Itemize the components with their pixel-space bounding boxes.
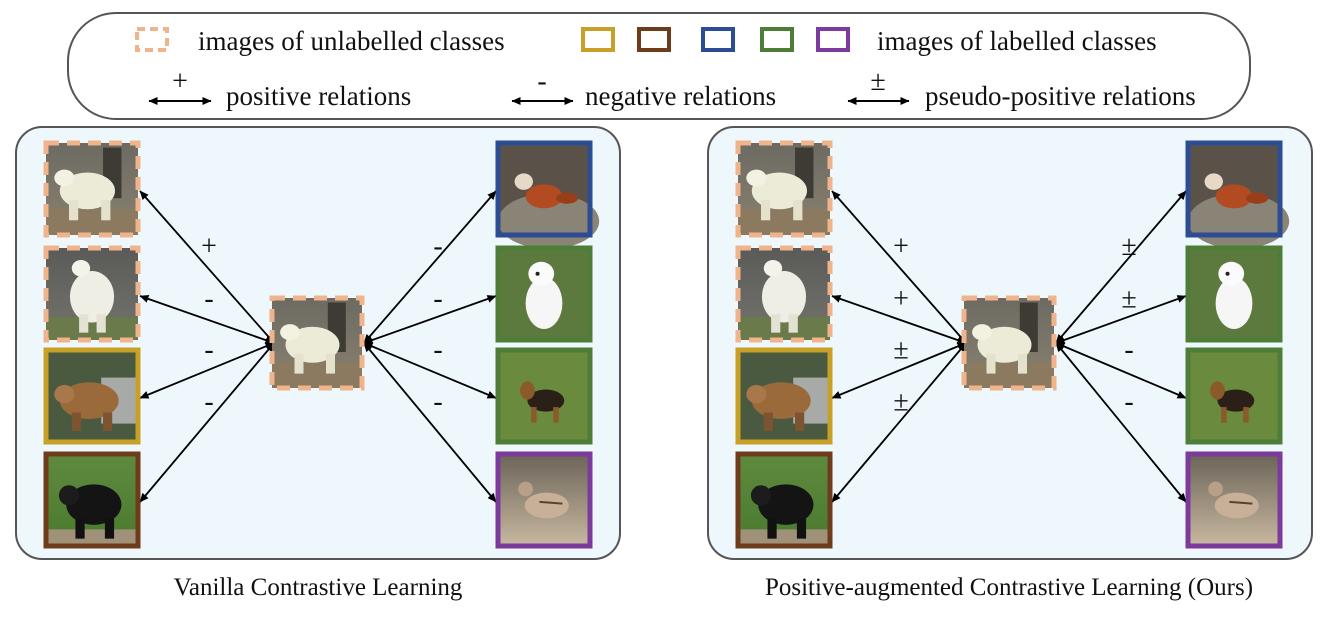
labelled-legend-label: images of labelled classes [877,26,1157,56]
red-panda-image [1188,143,1290,249]
brown-bear-image [738,350,830,442]
polar-bear-standing-image [46,248,138,340]
polar-bear-standing-border [43,245,141,343]
polar-bear-standing-border [735,245,833,343]
relation-arrow [831,342,967,503]
relation-sign: + [893,284,909,315]
yorkshire-terrier-border [1185,347,1283,445]
partridge-bird-image [498,454,590,546]
relation-arrow [363,342,497,503]
relation-sign: ± [893,387,908,418]
legend-box [67,12,1251,120]
unlabelled-swatch [135,27,169,52]
relation-sign: + [893,231,909,262]
white-dog-image [1188,248,1280,340]
positive-augmented-caption: Positive-augmented Contrastive Learning … [765,574,1253,601]
positive-relation-symbol: + [172,66,188,97]
relation-sign: - [433,231,442,262]
negative-relation-symbol: - [537,66,546,97]
red-panda-border [1185,140,1283,238]
relation-sign: - [433,387,442,418]
white-dog-border [495,245,593,343]
blue-swatch [701,27,735,52]
polar-bear-anchor-image [964,298,1054,388]
relation-sign: - [204,284,213,315]
green-swatch [760,27,794,52]
yorkshire-terrier-image [498,350,590,442]
relation-arrow [831,295,967,344]
polar-bear-standing-image [738,248,830,340]
polar-bear-on-rock-border [43,140,141,238]
black-bear-image [46,454,138,546]
relation-sign: - [433,335,442,366]
relation-sign: - [204,335,213,366]
negative-relation-label: negative relations [585,81,776,111]
relation-sign: ± [1121,231,1136,262]
relation-sign: - [1124,335,1133,366]
relation-sign: - [433,284,442,315]
unlabelled-legend-label: images of unlabelled classes [198,26,505,56]
white-dog-image [498,248,590,340]
partridge-bird-border [1185,451,1283,549]
purple-swatch [816,27,850,52]
pseudo-positive-relation-label: pseudo-positive relations [925,81,1196,111]
relation-sign: ± [1121,284,1136,315]
vanilla-caption: Vanilla Contrastive Learning [174,574,463,601]
brown-bear-border [43,347,141,445]
brown-bear-image [46,350,138,442]
relation-arrow [1055,295,1187,344]
black-bear-image [738,454,830,546]
relation-arrow [1055,342,1187,503]
brown-bear-border [735,347,833,445]
positive-augmented-panel: + + ± ± ± ± - - [707,126,1313,560]
black-bear-border [735,451,833,549]
yorkshire-terrier-image [1188,350,1280,442]
partridge-bird-image [1188,454,1280,546]
positive-relation-label: positive relations [226,81,411,111]
black-bear-border [43,451,141,549]
polar-bear-anchor-image [272,298,362,388]
polar-bear-anchor-border [961,295,1057,391]
brown-swatch [637,27,671,52]
partridge-bird-border [495,451,593,549]
relation-sign: + [201,231,217,262]
red-panda-border [495,140,593,238]
pseudo-positive-relation-symbol: ± [870,66,885,97]
relation-arrow [363,295,497,344]
vanilla-panel: + - - - - - - - [15,126,621,560]
relation-sign: ± [893,335,908,366]
white-dog-border [1185,245,1283,343]
polar-bear-anchor-border [269,295,365,391]
legend: images of unlabelled classes images of l… [67,12,1251,120]
relation-sign: - [1124,387,1133,418]
polar-bear-on-rock-border [735,140,833,238]
relation-arrow [139,342,275,503]
polar-bear-on-rock-image [738,143,830,235]
relation-sign: - [204,387,213,418]
yorkshire-terrier-border [495,347,593,445]
gold-swatch [581,27,615,52]
polar-bear-on-rock-image [46,143,138,235]
relation-arrow [139,295,275,344]
